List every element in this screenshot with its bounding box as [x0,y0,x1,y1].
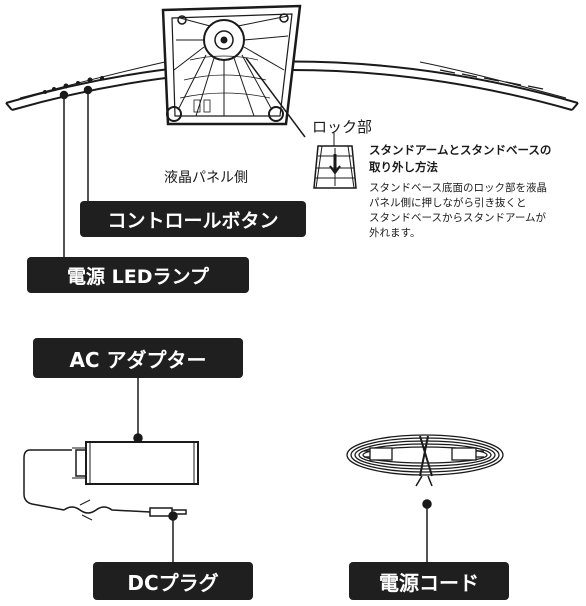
power-cord-art [346,434,504,487]
power-led-callout: 電源 LEDランプ [27,257,249,293]
ac-adapter-callout: AC アダプター [33,338,243,378]
control-button-dots [43,76,104,94]
removal-desc-line4: 外れます。 [369,227,421,239]
power-cord-callout: 電源コード [349,562,509,600]
callout-leaders [59,85,432,572]
removal-title-line2: 取り外し方法 [369,160,438,174]
ac-adapter-art [23,441,199,521]
removal-desc-line3: スタンドベースからスタンドアームが [369,212,547,224]
lock-pointer-line [245,57,306,138]
removal-title-line1: スタンドアームとスタンドベースの [369,143,552,157]
control-buttons-callout: コントロールボタン [80,201,306,237]
lock-detail-icon [313,145,357,189]
dc-plug-callout: DCプラグ [93,562,253,600]
removal-desc-line1: スタンドベース底面のロック部を液晶 [369,182,547,194]
removal-desc-line2: パネル側に押しながら引き抜くと [369,197,527,209]
monitor-vents [439,69,544,90]
stand-base [161,4,302,126]
panel-side-label: 液晶パネル側 [164,170,248,186]
lock-label: ロック部 [312,118,373,136]
